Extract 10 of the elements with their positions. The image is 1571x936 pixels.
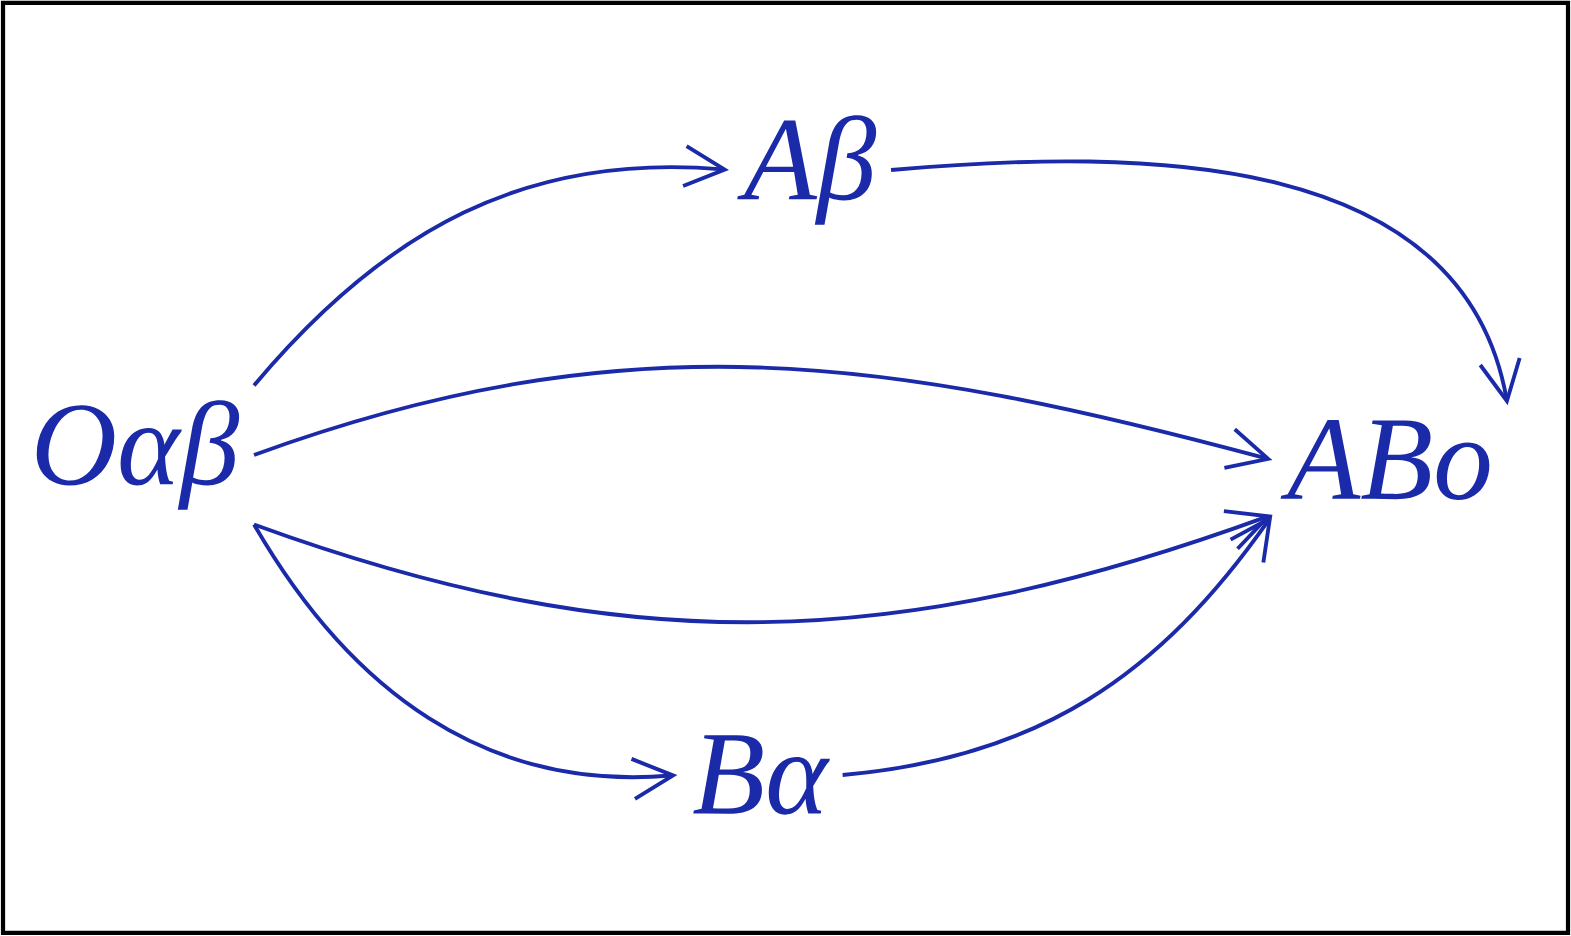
arrow (842, 514, 1273, 777)
arrow (252, 523, 678, 801)
arrow (253, 509, 1273, 624)
node-label: Oαβ (36, 400, 240, 510)
arrow (252, 144, 729, 387)
node-label: Aβ (737, 115, 877, 225)
node-label: Bα (693, 735, 830, 815)
arrow (253, 365, 1273, 470)
arrow (890, 159, 1522, 406)
node-label: ABo (1280, 419, 1490, 500)
